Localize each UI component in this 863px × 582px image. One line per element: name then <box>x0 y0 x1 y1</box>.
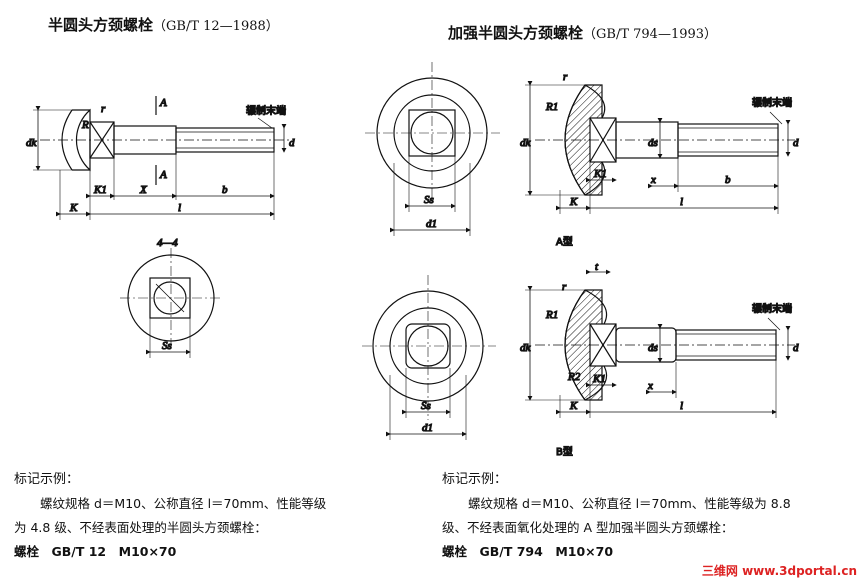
label-dk-a: dk <box>520 137 532 149</box>
right-end-view-a <box>365 62 500 236</box>
label-l-a: l <box>680 196 683 208</box>
right-note-line1: 螺纹规格 d＝M10、公称直径 l＝70mm、性能等级为 8.8 <box>468 496 791 511</box>
label-dk: dk <box>26 137 38 149</box>
label-X: X <box>139 184 148 196</box>
label-x-b: x <box>647 380 653 392</box>
type-a-caption: A型 <box>556 235 573 248</box>
left-section-view <box>120 248 222 358</box>
right-standard: （GB/T 794—1993） <box>583 27 718 42</box>
label-R1-b: R1 <box>545 309 558 321</box>
left-title: 半圆头方颈螺栓（GB/T 12—1988） <box>48 14 279 35</box>
left-marking-example: 标记示例： 螺纹规格 d＝M10、公称直径 l＝70mm、性能等级 为 4.8 … <box>14 468 326 564</box>
label-K1-b: K1 <box>592 373 606 385</box>
left-note-line2: 为 4.8 级、不经表面处理的半圆头方颈螺栓： <box>14 520 267 535</box>
label-thread-end-b: 辗制末端 <box>752 302 792 315</box>
label-r-b: r <box>562 281 567 293</box>
label-d-a: d <box>793 137 799 149</box>
right-title: 加强半圆头方颈螺栓（GB/T 794—1993） <box>448 22 717 43</box>
label-R: R <box>81 119 89 131</box>
label-K1: K1 <box>93 184 107 196</box>
label-R2-b: R2 <box>567 371 581 383</box>
label-A-bottom: A <box>159 169 167 181</box>
label-K-b: K <box>569 400 578 412</box>
left-standard: （GB/T 12—1988） <box>153 19 279 34</box>
left-title-text: 半圆头方颈螺栓 <box>48 16 154 34</box>
label-d1-a: d1 <box>426 218 437 230</box>
label-K: K <box>69 202 78 214</box>
label-Ss-right-b: Ss <box>421 400 431 412</box>
right-note-line3: 螺栓 GB/T 794 M10×70 <box>442 544 614 559</box>
right-note-line2: 级、不经表面氧化处理的 A 型加强半圆头方颈螺栓： <box>442 520 734 535</box>
label-K1-a: K1 <box>593 168 607 180</box>
type-b-caption: B型 <box>556 445 573 458</box>
right-end-view-b <box>362 275 496 440</box>
label-ds-b: ds <box>648 342 658 354</box>
left-note-line3: 螺栓 GB/T 12 M10×70 <box>14 544 177 559</box>
label-K-a: K <box>569 196 578 208</box>
label-b: b <box>222 184 228 196</box>
right-side-view-a <box>525 81 795 214</box>
right-side-view-b <box>525 269 795 418</box>
label-l: l <box>178 202 181 214</box>
label-thread-end: 辗制末端 <box>246 104 286 117</box>
label-Ss-left: Ss <box>162 340 172 352</box>
label-d-b: d <box>793 342 799 354</box>
left-note-heading: 标记示例： <box>14 472 80 487</box>
label-R1-a: R1 <box>545 101 558 113</box>
right-note-heading: 标记示例： <box>442 472 508 487</box>
left-bolt-side-view <box>33 96 290 220</box>
label-A-top: A <box>159 97 167 109</box>
label-section-4-4: 4—4 <box>157 237 178 249</box>
watermark: 三维网 www.3dportal.cn <box>701 564 857 578</box>
label-l-b: l <box>680 400 683 412</box>
label-Ss-right-a: Ss <box>424 194 434 206</box>
label-t-b: t <box>595 261 599 273</box>
label-d1-b: d1 <box>422 422 433 434</box>
label-x-a: x <box>650 174 656 186</box>
label-d: d <box>289 137 295 149</box>
left-note-line1: 螺纹规格 d＝M10、公称直径 l＝70mm、性能等级 <box>40 496 327 511</box>
label-b-a: b <box>725 174 731 186</box>
label-dk-b: dk <box>520 342 532 354</box>
label-r: r <box>101 103 106 115</box>
label-r-a: r <box>563 71 568 83</box>
right-marking-example: 标记示例： 螺纹规格 d＝M10、公称直径 l＝70mm、性能等级为 8.8 级… <box>442 468 791 564</box>
label-ds-a: ds <box>648 137 658 149</box>
right-title-text: 加强半圆头方颈螺栓 <box>448 24 584 42</box>
label-thread-end-a: 辗制末端 <box>752 96 792 109</box>
